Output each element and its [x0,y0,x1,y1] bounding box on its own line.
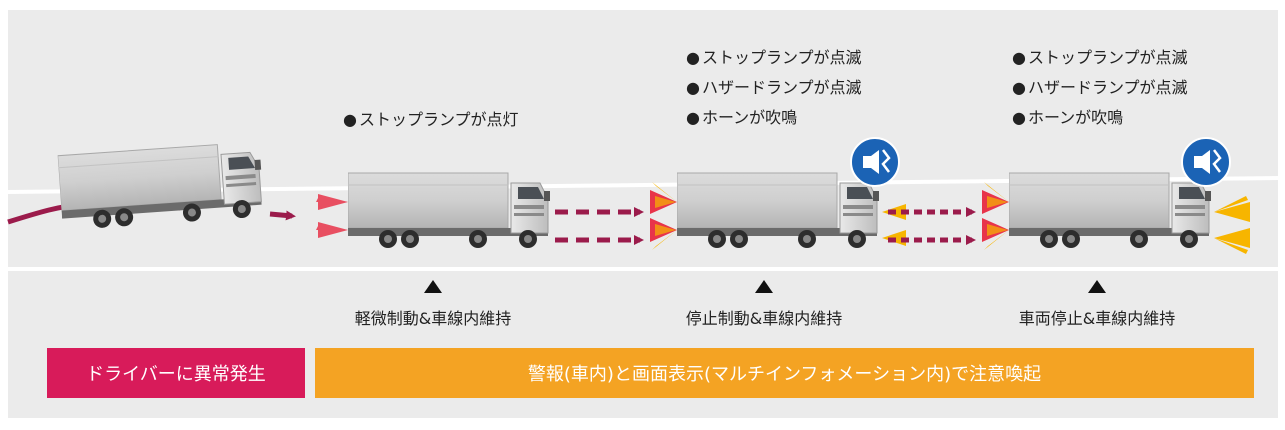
stage-1-label: 軽微制動&車線内維持 [354,309,512,328]
triangle-marker [755,280,773,293]
triangle-marker [424,280,442,293]
arrow-into-stage-1 [269,210,296,221]
triangle-marker [1088,280,1106,293]
truck-stage-3 [1009,172,1212,249]
stage-3-bullets: ●ストップランプが点滅 ●ハザードランプが点滅 ●ホーンが吹鳴 [1012,43,1188,133]
bullet-item: ●ハザードランプが点滅 [1012,78,1188,97]
horn-icon [850,137,900,187]
truck-drifting [57,141,265,232]
driver-abnormality-banner: ドライバーに異常発生 [47,348,305,398]
truck-stage-1 [348,172,551,249]
stage-3-label: 車両停止&車線内維持 [1018,309,1176,328]
bullet-item: ●ホーンが吹鳴 [1012,108,1124,127]
bullet-item: ●ハザードランプが点滅 [686,78,862,97]
stage-2-label: 停止制動&車線内維持 [685,309,843,328]
stage-1-bullets: ●ストップランプが点灯 [343,105,519,135]
bullet-item: ●ストップランプが点灯 [343,110,519,129]
horn-icon [1181,137,1231,187]
bullet-item: ●ストップランプが点滅 [686,48,862,67]
stage-2-bullets: ●ストップランプが点滅 ●ハザードランプが点滅 ●ホーンが吹鳴 [686,43,862,133]
bullet-item: ●ホーンが吹鳴 [686,108,798,127]
stop-light-burst-stage-1 [316,194,348,238]
warning-display-banner: 警報(車内)と画面表示(マルチインフォメーション内)で注意喚起 [315,348,1254,398]
bullet-item: ●ストップランプが点滅 [1012,48,1188,67]
stop-light-burst-stage-2 [650,182,677,250]
truck-stage-2 [677,172,880,249]
stop-light-burst-stage-3 [982,182,1009,250]
hazard-burst-stage-3 [1214,196,1250,254]
